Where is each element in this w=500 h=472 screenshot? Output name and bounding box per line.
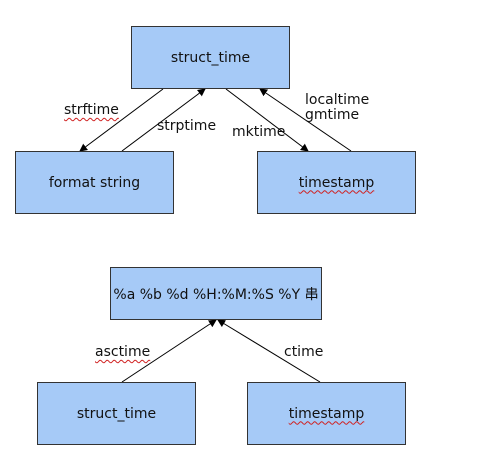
label-strftime: strftime xyxy=(64,102,119,118)
node-format-result: %a %b %d %H:%M:%S %Y 串 xyxy=(110,267,322,320)
node-timestamp-bottom-label: timestamp xyxy=(288,405,365,422)
node-struct-time-bottom-label: struct_time xyxy=(76,405,157,422)
node-format-string: format string xyxy=(15,151,174,214)
label-localtime: localtime xyxy=(305,92,370,108)
node-struct-time: struct_time xyxy=(131,26,290,89)
node-timestamp-bottom: timestamp xyxy=(247,382,406,445)
edge-localtime-gmtime xyxy=(259,88,352,152)
edge-asctime xyxy=(121,319,217,383)
edge-ctime xyxy=(217,319,321,383)
edge-mktime xyxy=(225,88,309,152)
node-struct-time-bottom: struct_time xyxy=(37,382,196,445)
edge-strptime xyxy=(121,88,206,152)
edge-strftime xyxy=(79,88,164,152)
node-timestamp: timestamp xyxy=(257,151,416,214)
label-strptime: strptime xyxy=(157,118,217,134)
label-gmtime: gmtime xyxy=(305,107,360,123)
node-format-result-label: %a %b %d %H:%M:%S %Y 串 xyxy=(113,286,319,303)
label-ctime: ctime xyxy=(284,344,324,360)
label-mktime: mktime xyxy=(232,124,286,140)
label-asctime: asctime xyxy=(95,344,151,360)
node-struct-time-label: struct_time xyxy=(170,49,251,66)
node-format-string-label: format string xyxy=(48,174,141,191)
node-timestamp-label: timestamp xyxy=(298,174,375,191)
